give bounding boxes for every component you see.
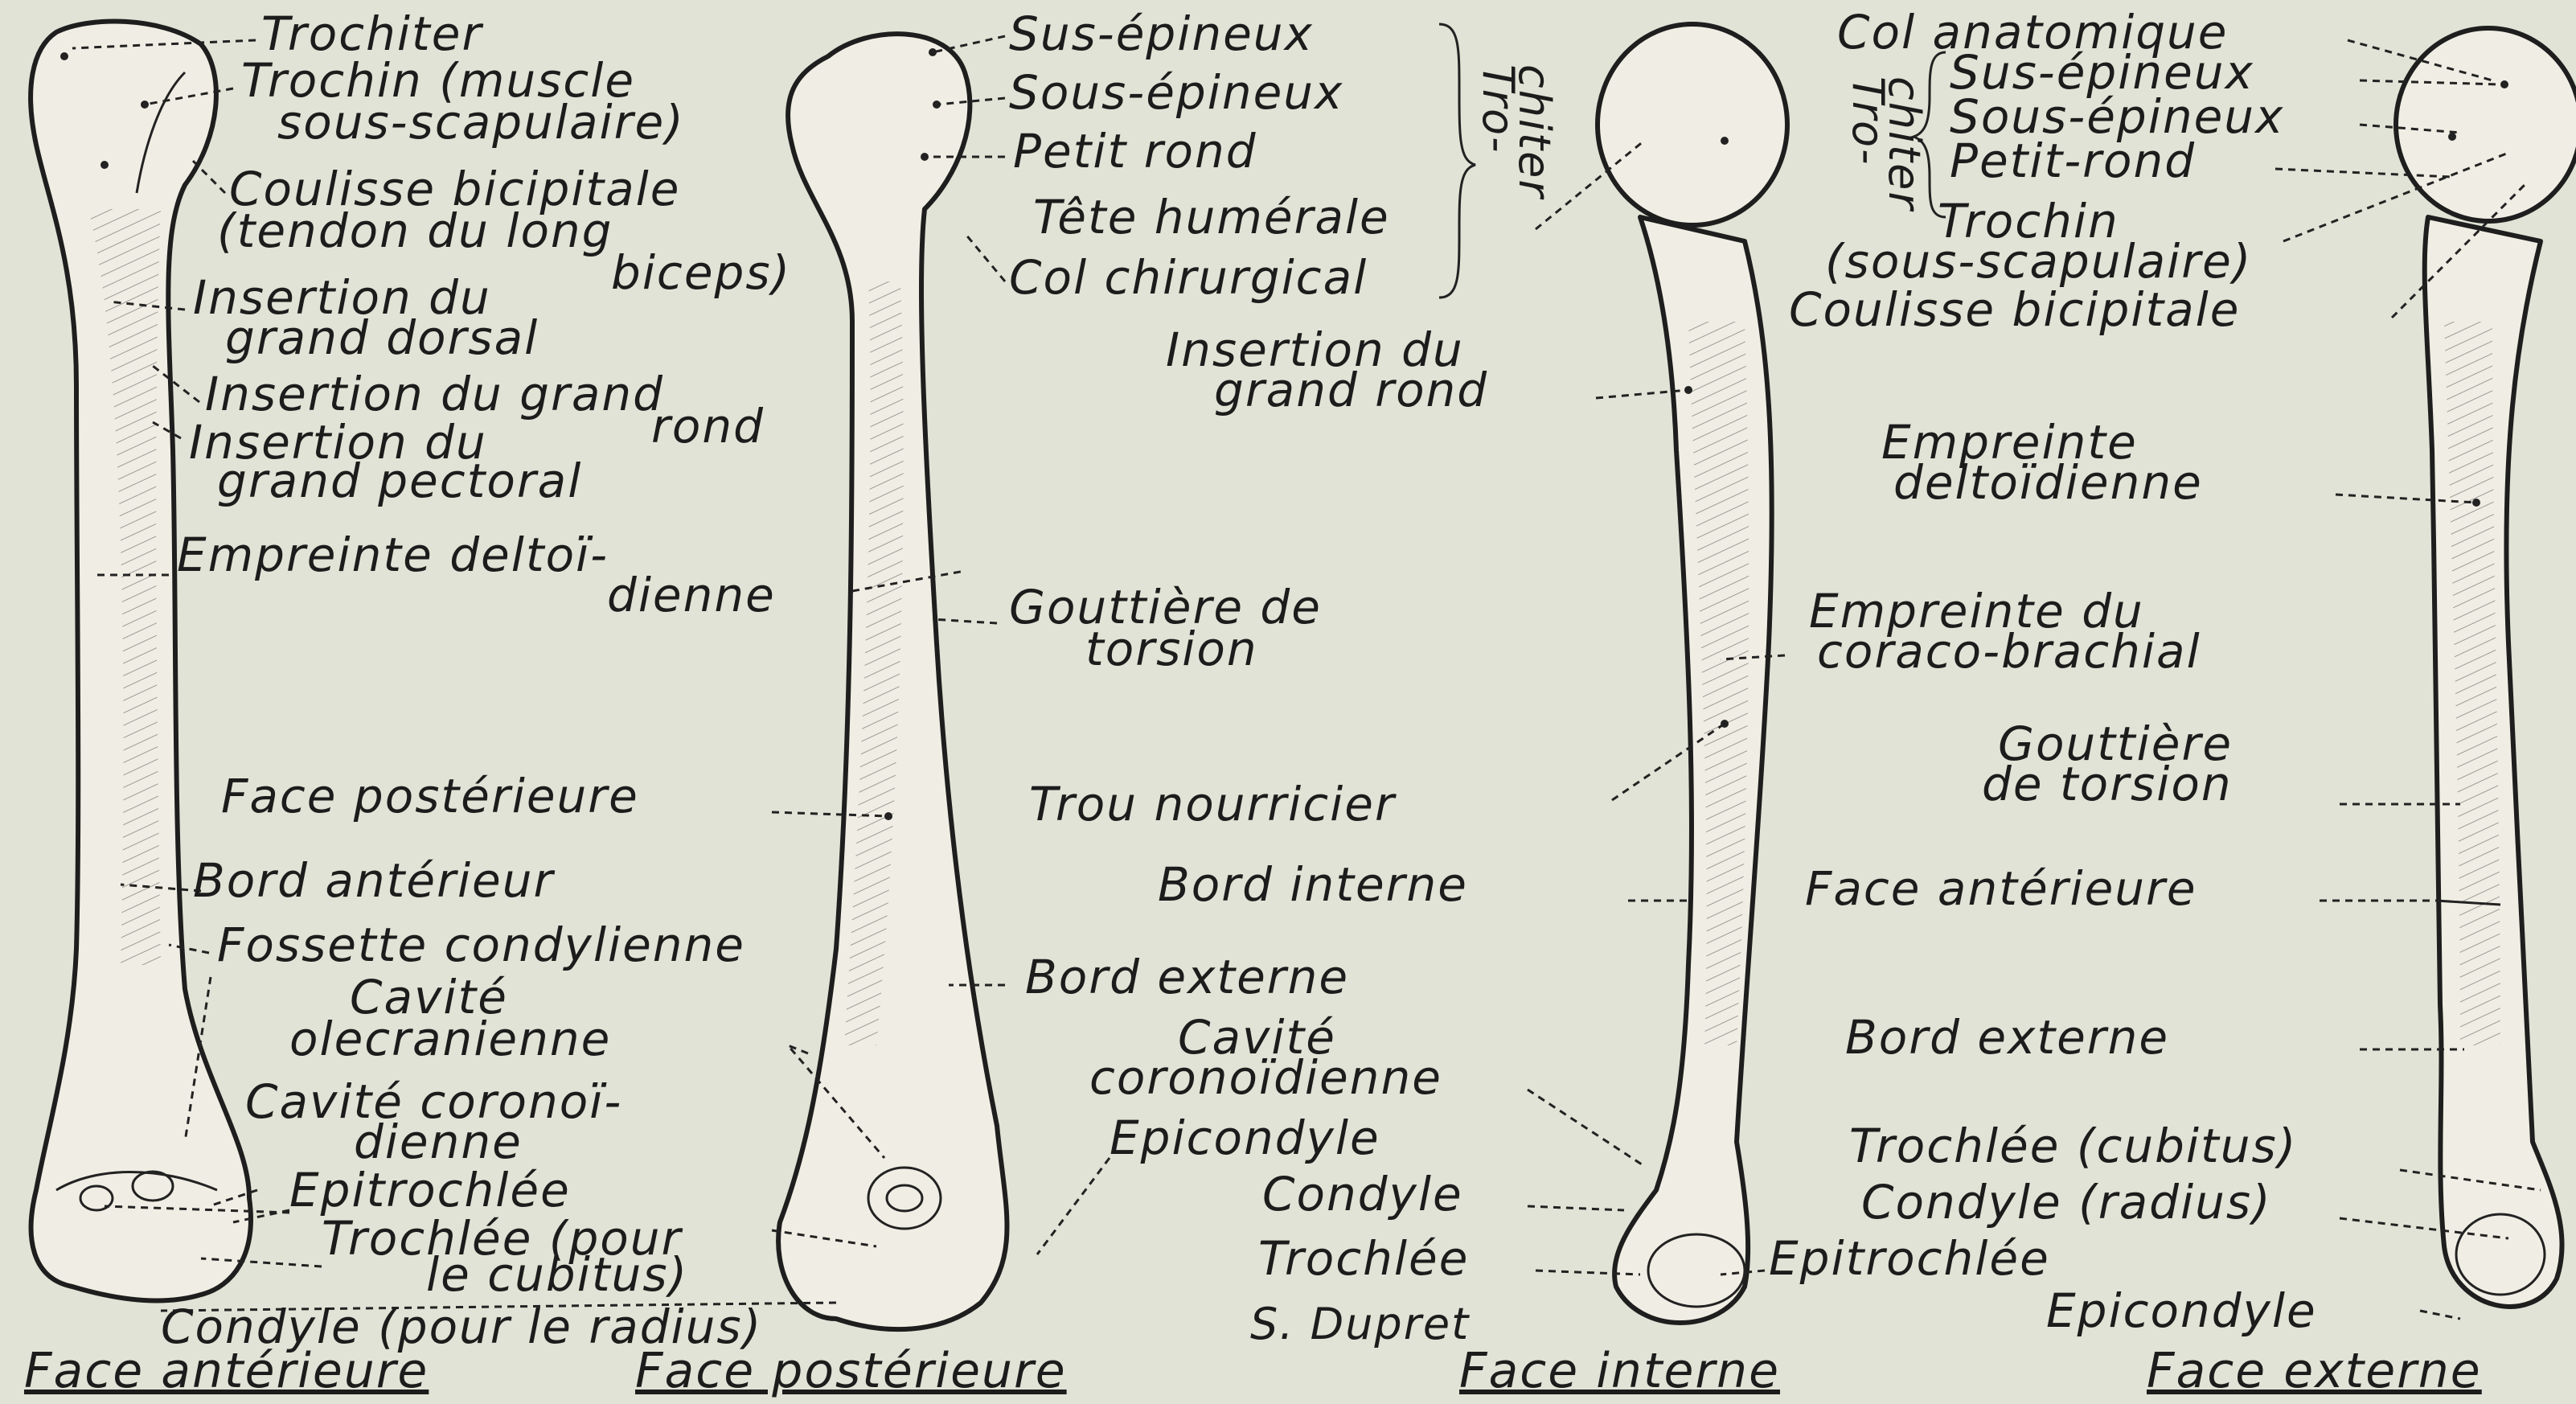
label-petit-rond-ext: Petit-rond xyxy=(1950,133,2196,188)
caption-face-externe: Face externe xyxy=(2147,1343,2482,1399)
view-captions: Face antérieure Face postérieure Face in… xyxy=(24,1343,2482,1399)
label-petit-rond: Petit rond xyxy=(1013,124,1257,179)
label-trochlee: Trochlée xyxy=(1258,1231,1469,1286)
label-bord-anterieur: Bord antérieur xyxy=(193,853,556,908)
label-trochlee-cubitus-ext: Trochlée (cubitus) xyxy=(1849,1119,2297,1173)
labels-external: Col anatomique Sus-épineux Sous-épineux … xyxy=(1789,5,2317,1338)
humerus-internal-view xyxy=(1598,24,1787,1323)
label-bord-interne: Bord interne xyxy=(1158,857,1468,912)
label-epicondyle-ext: Epicondyle xyxy=(2046,1283,2317,1338)
label-epitrochlee-interne: Epitrochlée xyxy=(1769,1231,2050,1286)
label-condyle: Condyle xyxy=(1262,1167,1463,1221)
label-sus-epineux: Sus-épineux xyxy=(1009,6,1314,61)
caption-face-posterieure: Face postérieure xyxy=(635,1343,1067,1399)
label-tete-humerale: Tête humérale xyxy=(1033,190,1390,244)
label-empreinte-deltoidienne: Empreinte deltoï-dienne xyxy=(177,528,776,622)
label-bord-externe-ext: Bord externe xyxy=(1845,1010,2169,1065)
label-face-posterieure: Face postérieure xyxy=(221,769,639,823)
label-fossette-condylienne: Fossette condylienne xyxy=(217,918,745,972)
label-epicondyle-post: Epicondyle xyxy=(1110,1110,1380,1165)
caption-face-anterieure: Face antérieure xyxy=(24,1343,429,1399)
label-sous-epineux: Sous-épineux xyxy=(1009,65,1343,120)
trochiter-bracket-external: Tro- chiter xyxy=(1843,52,1946,217)
humerus-posterior-view xyxy=(778,34,1007,1329)
trochiter-bracket: Tro- chiter xyxy=(1439,24,1560,298)
humerus-external-view xyxy=(2396,28,2576,1307)
artist-signature: S. Dupret xyxy=(1250,1299,1470,1349)
label-face-anterieure-ext: Face antérieure xyxy=(1805,861,2197,916)
label-col-chirurgical: Col chirurgical xyxy=(1009,250,1368,305)
trochiter-bracket-label-2: chiter xyxy=(1509,64,1560,199)
label-epitrochlee: Epitrochlée xyxy=(289,1163,571,1217)
label-condyle-radius-ext: Condyle (radius) xyxy=(1861,1175,2272,1230)
label-coulisse-bicipitale-ext: Coulisse bicipitale xyxy=(1789,282,2240,337)
label-trou-nourricier: Trou nourricier xyxy=(1029,777,1397,831)
trochiter-bracket-ext-label-2: chiter xyxy=(1879,76,1930,211)
label-cavite-coronoidienne: Cavité coronoï-dienne xyxy=(245,1074,622,1169)
caption-face-interne: Face interne xyxy=(1459,1343,1780,1399)
label-bord-externe: Bord externe xyxy=(1025,950,1349,1004)
